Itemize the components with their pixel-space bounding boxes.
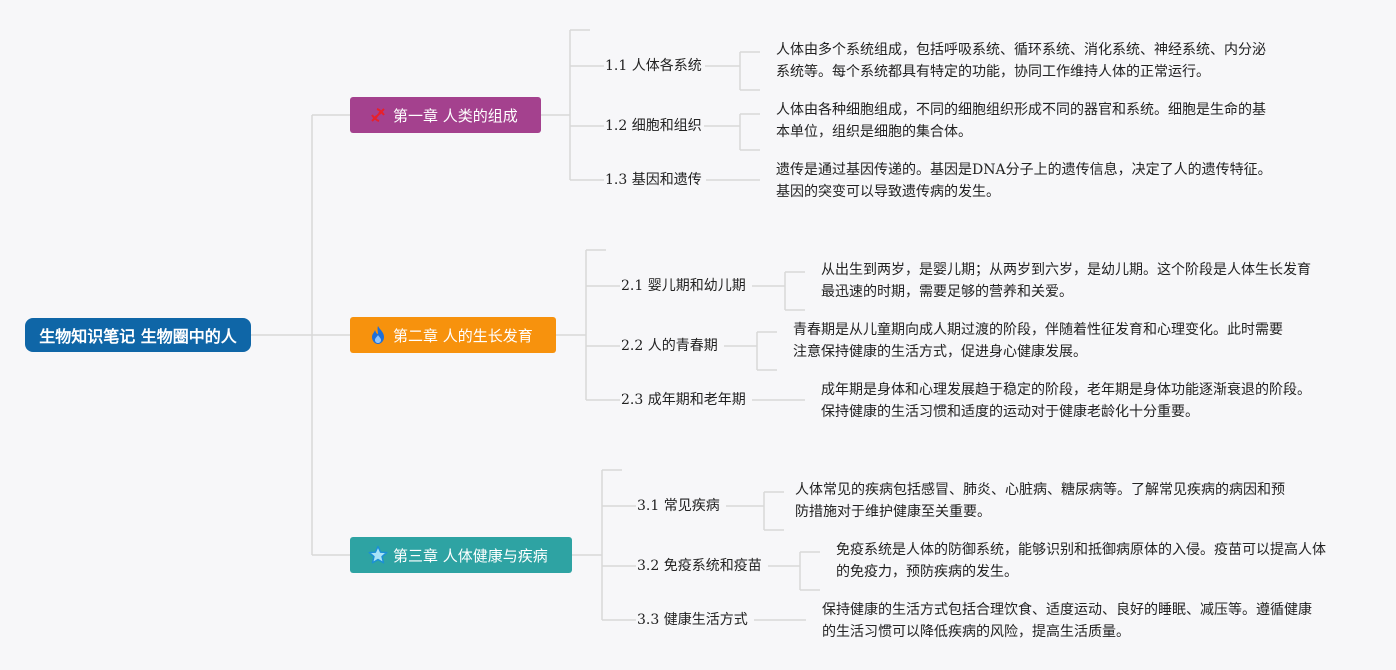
dna-icon [368, 105, 388, 125]
note-line: 人体由各种细胞组成，不同的细胞组织形成不同的器官和系统。细胞是生命的基 [776, 102, 1266, 118]
root-title: 生物知识笔记 生物圈中的人 [39, 327, 237, 346]
note-3-3[interactable]: 保持健康的生活方式包括合理饮食、适度运动、良好的睡眠、减压等。遵循健康 的生活习… [822, 599, 1312, 643]
section-3-2[interactable]: 3.2 免疫系统和疫苗 [637, 558, 762, 574]
root-topic[interactable]: 生物知识笔记 生物圈中的人 [25, 318, 251, 352]
note-line: 免疫系统是人体的防御系统，能够识别和抵御病原体的入侵。疫苗可以提高人体 [836, 542, 1326, 558]
note-line: 人体由多个系统组成，包括呼吸系统、循环系统、消化系统、神经系统、内分泌 [776, 42, 1266, 58]
note-2-3[interactable]: 成年期是身体和心理发展趋于稳定的阶段，老年期是身体功能逐渐衰退的阶段。 保持健康… [821, 379, 1311, 423]
section-3-1[interactable]: 3.1 常见疾病 [637, 498, 720, 514]
note-3-2[interactable]: 免疫系统是人体的防御系统，能够识别和抵御病原体的入侵。疫苗可以提高人体 的免疫力… [836, 539, 1326, 583]
note-3-1[interactable]: 人体常见的疾病包括感冒、肺炎、心脏病、糖尿病等。了解常见疾病的病因和预 防措施对… [795, 479, 1285, 523]
section-1-1[interactable]: 1.1 人体各系统 [605, 58, 702, 74]
note-line: 青春期是从儿童期向成人期过渡的阶段，伴随着性征发育和心理变化。此时需要 [793, 322, 1283, 338]
note-line: 成年期是身体和心理发展趋于稳定的阶段，老年期是身体功能逐渐衰退的阶段。 [821, 382, 1311, 398]
note-1-2[interactable]: 人体由各种细胞组成，不同的细胞组织形成不同的器官和系统。细胞是生命的基 本单位，… [776, 99, 1266, 143]
note-line: 保持健康的生活习惯和适度的运动对于健康老龄化十分重要。 [821, 404, 1199, 420]
note-line: 从出生到两岁，是婴儿期；从两岁到六岁，是幼儿期。这个阶段是人体生长发育 [821, 262, 1311, 278]
chapter-2-title: 第二章 人的生长发育 [393, 326, 533, 345]
chapter-3-topic[interactable]: 第三章 人体健康与疾病 [350, 537, 572, 573]
note-line: 的生活习惯可以降低疾病的风险，提高生活质量。 [822, 624, 1130, 640]
chapter-1-title: 第一章 人类的组成 [393, 106, 518, 125]
note-line: 最迅速的时期，需要足够的营养和关爱。 [821, 284, 1073, 300]
section-1-3[interactable]: 1.3 基因和遗传 [605, 172, 702, 188]
note-line: 遗传是通过基因传递的。基因是DNA分子上的遗传信息，决定了人的遗传特征。 [776, 162, 1272, 178]
flame-icon [368, 325, 388, 345]
note-2-2[interactable]: 青春期是从儿童期向成人期过渡的阶段，伴随着性征发育和心理变化。此时需要 注意保持… [793, 319, 1283, 363]
note-line: 人体常见的疾病包括感冒、肺炎、心脏病、糖尿病等。了解常见疾病的病因和预 [795, 482, 1285, 498]
section-1-2[interactable]: 1.2 细胞和组织 [605, 118, 702, 134]
note-1-3[interactable]: 遗传是通过基因传递的。基因是DNA分子上的遗传信息，决定了人的遗传特征。 基因的… [776, 159, 1272, 203]
note-line: 本单位，组织是细胞的集合体。 [776, 124, 972, 140]
note-line: 防措施对于维护健康至关重要。 [795, 504, 991, 520]
section-2-2[interactable]: 2.2 人的青春期 [621, 338, 718, 354]
chapter-1-topic[interactable]: 第一章 人类的组成 [350, 97, 541, 133]
star-icon [368, 545, 388, 565]
section-2-1[interactable]: 2.1 婴儿期和幼儿期 [621, 278, 746, 294]
note-2-1[interactable]: 从出生到两岁，是婴儿期；从两岁到六岁，是幼儿期。这个阶段是人体生长发育 最迅速的… [821, 259, 1311, 303]
chapter-2-topic[interactable]: 第二章 人的生长发育 [350, 317, 556, 353]
chapter-3-title: 第三章 人体健康与疾病 [393, 546, 548, 565]
note-line: 的免疫力，预防疾病的发生。 [836, 564, 1018, 580]
section-2-3[interactable]: 2.3 成年期和老年期 [621, 392, 746, 408]
note-line: 系统等。每个系统都具有特定的功能，协同工作维持人体的正常运行。 [776, 64, 1210, 80]
note-line: 注意保持健康的生活方式，促进身心健康发展。 [793, 344, 1087, 360]
note-1-1[interactable]: 人体由多个系统组成，包括呼吸系统、循环系统、消化系统、神经系统、内分泌 系统等。… [776, 39, 1266, 83]
note-line: 保持健康的生活方式包括合理饮食、适度运动、良好的睡眠、减压等。遵循健康 [822, 602, 1312, 618]
section-3-3[interactable]: 3.3 健康生活方式 [637, 612, 748, 628]
note-line: 基因的突变可以导致遗传病的发生。 [776, 184, 1000, 200]
